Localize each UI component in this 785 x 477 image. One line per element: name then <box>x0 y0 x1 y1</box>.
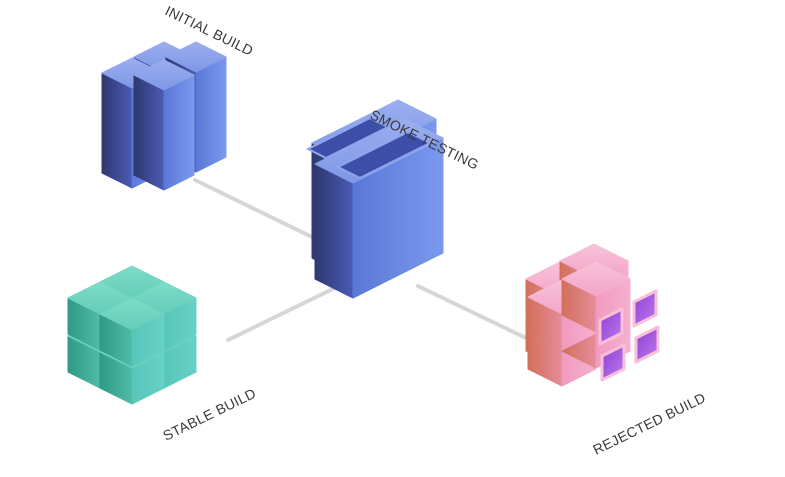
connectors <box>193 178 532 342</box>
label-stable-build: STABLE BUILD <box>160 385 258 444</box>
connector-initial-smoke <box>193 178 320 242</box>
connector-smoke-rejected <box>416 284 532 342</box>
connector-stable-smoke <box>226 281 347 342</box>
nodes <box>67 41 660 405</box>
node-stable-build-icon <box>67 265 197 405</box>
node-rejected-build-icon <box>525 243 660 387</box>
node-smoke-testing-icon <box>305 99 444 299</box>
label-rejected-build: REJECTED BUILD <box>590 389 708 457</box>
node-initial-build-icon <box>101 41 227 191</box>
